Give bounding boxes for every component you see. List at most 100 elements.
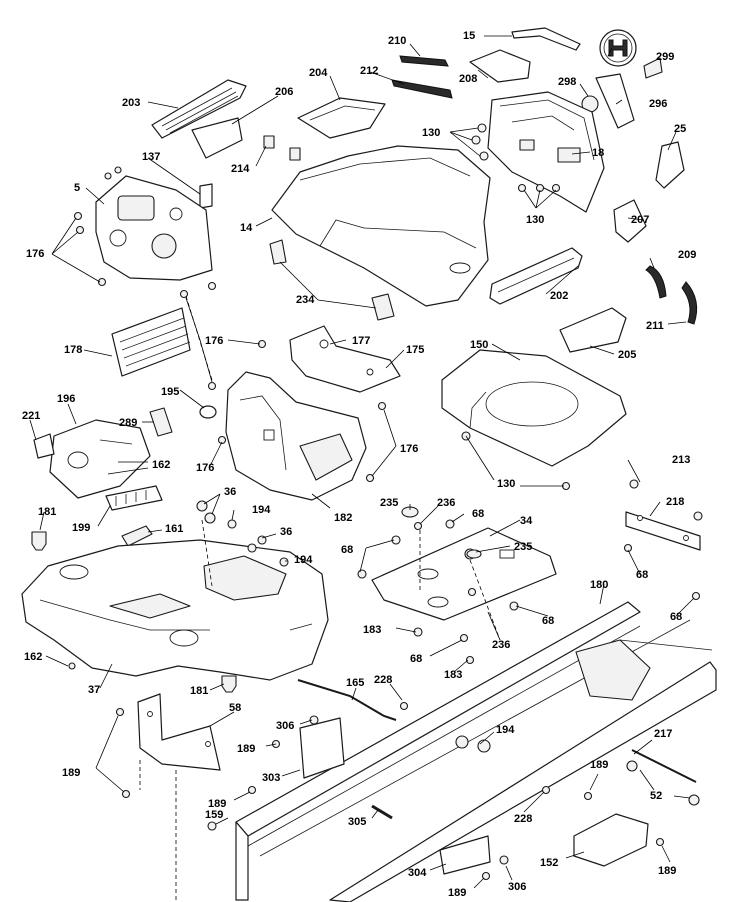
part-289-bracket [149, 407, 173, 437]
part-203-grille [151, 79, 247, 139]
part-303-bracket [299, 717, 345, 779]
part-34-plate [371, 527, 557, 621]
label-210: 210 [388, 35, 406, 47]
part-196-console [49, 419, 151, 499]
part-305-bolt [371, 804, 393, 820]
part-214-clip-a [263, 135, 275, 149]
label-189-b: 189 [62, 767, 80, 779]
label-162-a: 162 [152, 459, 170, 471]
label-176-d: 176 [400, 443, 418, 455]
label-58: 58 [229, 702, 241, 714]
part-178-grille [111, 307, 191, 377]
part-218-bracket [625, 511, 701, 551]
part-152-guard [573, 813, 649, 867]
label-130-c: 130 [497, 478, 515, 490]
label-25: 25 [674, 123, 686, 135]
part-5-dash-housing [95, 175, 213, 281]
label-189-c: 189 [590, 759, 608, 771]
part-181-plug [31, 531, 47, 551]
label-177: 177 [352, 335, 370, 347]
label-5: 5 [74, 182, 80, 194]
label-217: 217 [654, 728, 672, 740]
label-304: 304 [408, 867, 427, 879]
part-202-light-bar [489, 247, 583, 305]
part-18-dash-panel [487, 91, 605, 213]
part-234-strip-a [269, 239, 287, 265]
label-228-a: 228 [374, 674, 392, 686]
part-195-grommet [199, 405, 217, 419]
label-211: 211 [646, 320, 664, 332]
label-150: 150 [470, 339, 488, 351]
part-221-cover [33, 433, 55, 459]
label-152: 152 [540, 857, 558, 869]
label-221: 221 [22, 410, 40, 422]
part-204-lens [297, 97, 386, 139]
part-165-rod [297, 679, 397, 721]
label-194-a: 194 [252, 504, 271, 516]
part-199-grille [105, 485, 163, 511]
label-130-b: 130 [526, 214, 544, 226]
label-306-b: 306 [508, 881, 526, 893]
label-181-a: 181 [38, 506, 56, 518]
label-236-b: 236 [492, 639, 510, 651]
part-210-strip [399, 55, 449, 67]
label-175: 175 [406, 344, 424, 356]
label-203: 203 [122, 97, 140, 109]
label-196: 196 [57, 393, 75, 405]
label-218: 218 [666, 496, 684, 508]
label-236-a: 236 [437, 497, 455, 509]
label-68-b: 68 [341, 544, 353, 556]
part-52-nut-b [688, 794, 700, 806]
part-14-hood [271, 145, 491, 307]
label-176-c: 176 [196, 462, 214, 474]
label-205: 205 [618, 349, 636, 361]
label-214: 214 [231, 163, 250, 175]
label-68-a: 68 [472, 508, 484, 520]
label-299: 299 [656, 51, 674, 63]
label-52: 52 [650, 790, 662, 802]
label-68-f: 68 [410, 653, 422, 665]
part-217-rod [631, 749, 697, 783]
part-212-strip [391, 79, 453, 99]
part-304-bracket [439, 835, 491, 875]
label-195: 195 [161, 386, 179, 398]
part-175-bracket [289, 325, 401, 393]
part-52-nut-a [626, 760, 638, 772]
label-159: 159 [205, 809, 223, 821]
label-298: 298 [558, 76, 576, 88]
label-207: 207 [631, 214, 649, 226]
part-137-tab [199, 183, 213, 209]
label-189-a: 189 [237, 743, 255, 755]
label-162-b: 162 [24, 651, 42, 663]
label-228-b: 228 [514, 813, 532, 825]
part-296-panel [595, 73, 635, 129]
part-206-bracket [191, 117, 243, 159]
label-130-a: 130 [422, 127, 440, 139]
label-296: 296 [649, 98, 667, 110]
part-234-strip-b [371, 293, 395, 321]
label-36-a: 36 [224, 486, 236, 498]
part-214-clip-b [289, 147, 301, 161]
part-150-tray [441, 349, 627, 467]
label-305: 305 [348, 816, 366, 828]
label-18: 18 [592, 147, 604, 159]
label-303: 303 [262, 772, 280, 784]
label-234: 234 [296, 294, 315, 306]
part-205-cover [559, 307, 627, 353]
part-161-lever [121, 525, 153, 547]
label-37: 37 [88, 684, 100, 696]
label-14: 14 [240, 222, 253, 234]
label-189-e: 189 [448, 887, 466, 899]
label-194-b: 194 [294, 554, 313, 566]
label-189-d: 189 [208, 798, 226, 810]
label-209: 209 [678, 249, 696, 261]
label-161: 161 [165, 523, 183, 535]
label-180: 180 [590, 579, 608, 591]
label-68-d: 68 [542, 615, 554, 627]
label-194-c: 194 [496, 724, 515, 736]
label-182: 182 [334, 512, 352, 524]
label-199: 199 [72, 522, 90, 534]
label-306-a: 306 [276, 720, 294, 732]
label-204: 204 [309, 67, 328, 79]
